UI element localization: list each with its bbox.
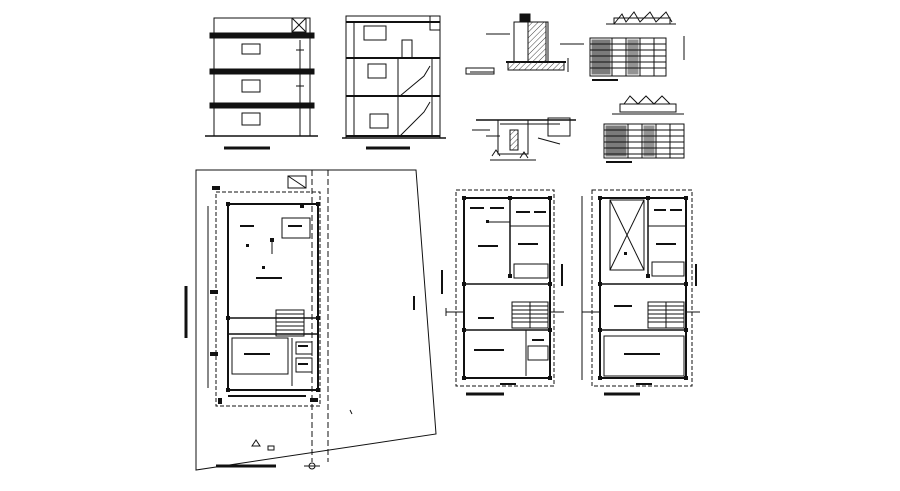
ground-floor-plan (441, 189, 564, 396)
section-view (342, 15, 446, 150)
foundation-detail-1 (465, 13, 584, 75)
schedule-table-1 (589, 11, 685, 81)
foundation-detail-2 (472, 117, 576, 161)
schedule-table-2 (603, 95, 685, 163)
site-plan (184, 169, 437, 471)
first-floor-plan (581, 189, 700, 396)
front-elevation (205, 17, 318, 150)
